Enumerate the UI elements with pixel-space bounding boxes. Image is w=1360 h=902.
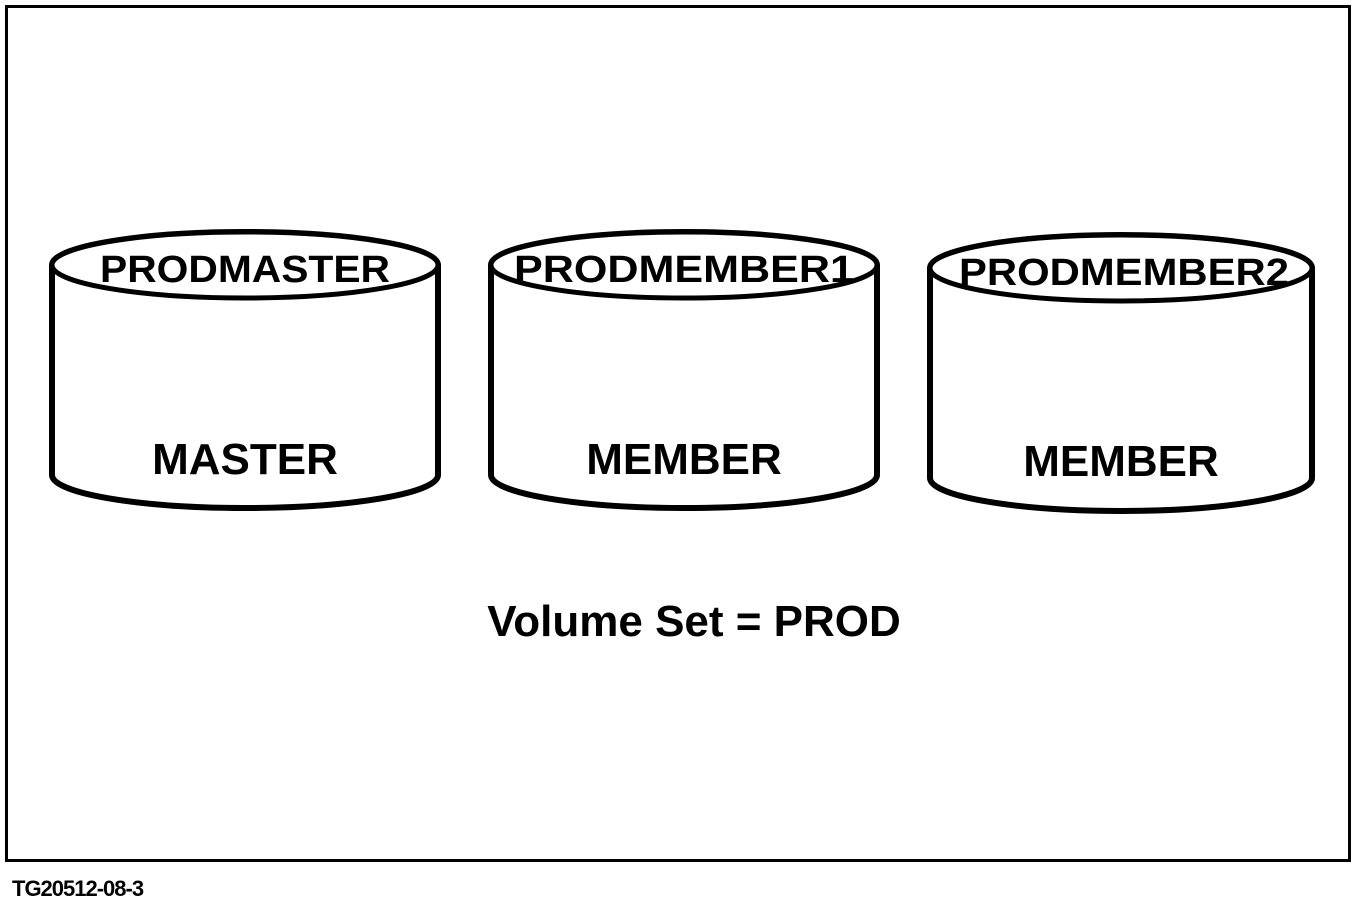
- disk-top: [488, 229, 880, 301]
- disk-top: [49, 229, 441, 301]
- disk-role-label: MEMBER: [586, 435, 782, 484]
- disk-name-label: PRODMEMBER1: [514, 249, 854, 291]
- diagram-frame: [5, 5, 1351, 862]
- figure-id-label: TG20512-08-3: [12, 876, 144, 901]
- disk-name-label: PRODMASTER: [100, 249, 390, 291]
- disk-prodmember1: PRODMEMBER1 MEMBER: [488, 229, 880, 511]
- disk-top: [927, 232, 1315, 304]
- disk-role-label: MASTER: [152, 435, 338, 484]
- disk-name-label: PRODMEMBER2: [959, 252, 1289, 294]
- disk-role-label: MEMBER: [1023, 437, 1219, 486]
- volume-set-caption: Volume Set = PROD: [487, 597, 901, 646]
- disk-prodmember2: PRODMEMBER2 MEMBER: [927, 232, 1315, 514]
- disk-prodmaster: PRODMASTER MASTER: [49, 229, 441, 511]
